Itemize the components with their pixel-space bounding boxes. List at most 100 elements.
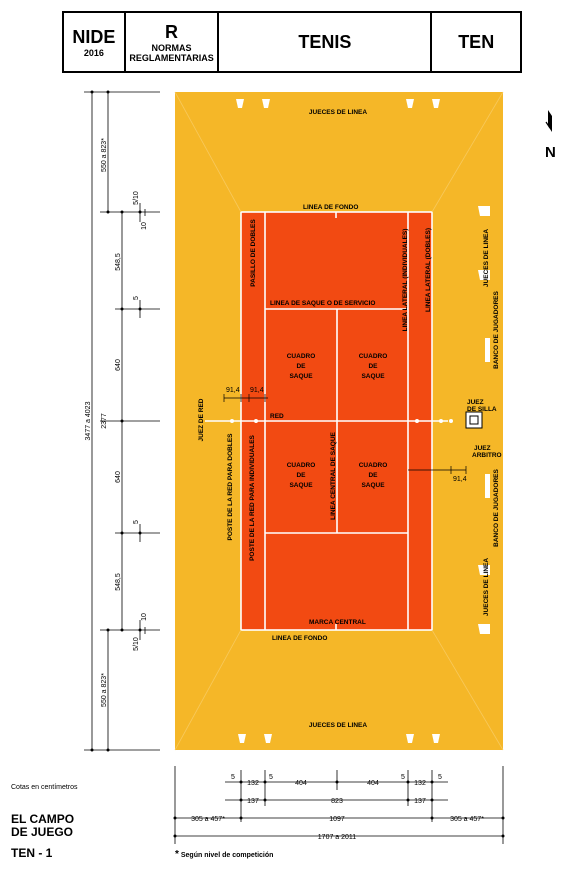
dim-half: 2377 xyxy=(101,413,108,429)
umpire-chair-icon xyxy=(465,411,483,429)
section-cell: R NORMAS REGLAMENTARIAS xyxy=(126,13,220,71)
dim-b-404a: 404 xyxy=(295,780,307,787)
net-post-doubles-left xyxy=(230,419,234,423)
dim-b-137b: 137 xyxy=(414,798,426,805)
svg-text:SAQUE: SAQUE xyxy=(289,482,313,489)
dim-bottom-run: 550 a 823* xyxy=(101,673,108,707)
label-line-judges-right-bottom: JUECES DE LINEA xyxy=(483,558,490,616)
dim-b-137a: 137 xyxy=(247,798,259,805)
dim-640-bottom: 640 xyxy=(115,471,122,483)
svg-text:DE: DE xyxy=(296,472,306,479)
label-doubles-sideline: LINEA LATERAL (DOBLES) xyxy=(425,228,432,312)
left-dimension-ticks xyxy=(90,90,142,752)
label-bench-top: BANCO DE JUGADORES xyxy=(493,291,500,369)
label-chair-umpire-1: JUEZ xyxy=(467,399,484,406)
dim-b-side-right: 305 a 457* xyxy=(450,816,484,823)
asterisk-icon: * xyxy=(175,849,179,860)
dim-640-top: 640 xyxy=(115,359,122,371)
svg-text:CUADRO: CUADRO xyxy=(359,353,388,360)
dim-b-132b: 132 xyxy=(414,780,426,787)
label-doubles-post: POSTE DE LA RED PARA DOBLES xyxy=(227,433,234,541)
bottom-dimension-ticks xyxy=(173,780,505,838)
sport-code: TEN xyxy=(458,31,495,52)
sport-name: TENIS xyxy=(298,31,352,52)
sheet-title-2: DE JUEGO xyxy=(11,825,74,839)
line-judge-chairs-top xyxy=(236,99,440,108)
dim-914-b: 91,4 xyxy=(250,387,264,394)
svg-text:SAQUE: SAQUE xyxy=(361,373,385,380)
referee-position xyxy=(449,419,453,423)
line-judge-chairs-right xyxy=(478,206,490,634)
svg-text:CUADRO: CUADRO xyxy=(287,462,316,469)
label-line-judges-right-top: JUECES DE LINEA xyxy=(483,229,490,287)
label-center-service-line: LINEA CENTRAL DE SAQUE xyxy=(330,431,337,519)
label-referee-1: JUEZ xyxy=(474,445,491,452)
nide-cell: NIDE 2016 xyxy=(64,13,126,71)
label-service-line: LINEA DE SAQUE O DE SERVICIO xyxy=(270,300,375,307)
year-label: 2016 xyxy=(83,47,104,58)
label-net-judge: JUEZ DE RED xyxy=(198,398,205,441)
dim-b-5b: 5 xyxy=(269,774,273,781)
svg-text:CUADRO: CUADRO xyxy=(359,462,388,469)
sheet-code: TEN - 1 xyxy=(11,846,53,860)
svg-text:SAQUE: SAQUE xyxy=(289,373,313,380)
dim-b-404b: 404 xyxy=(367,780,379,787)
net-post-singles-right xyxy=(415,419,419,423)
net-post-doubles-right xyxy=(439,419,443,423)
line-judge-chairs-bottom xyxy=(238,734,440,743)
dim-b-total-width: 1707 a 2011 xyxy=(318,834,357,841)
sheet-title-1: EL CAMPO xyxy=(11,812,75,826)
label-referee-2: ARBITRO xyxy=(472,452,502,459)
label-doubles-alley: PASILLO DE DOBLES xyxy=(250,219,257,287)
star-note: * Según nivel de competición xyxy=(175,849,273,860)
sport-code-cell: TEN xyxy=(432,13,520,71)
units-note: Cotas en centímetros xyxy=(11,784,78,791)
service-box-bl: CUADRO DE SAQUE xyxy=(287,462,316,489)
dim-top-run: 550 a 823* xyxy=(101,138,108,172)
dim-5-10-bottom: 5/10 xyxy=(133,637,140,651)
dim-914-c: 91,4 xyxy=(453,476,467,483)
dim-b-823: 823 xyxy=(331,798,343,805)
dim-b-side-left: 305 a 457* xyxy=(191,816,225,823)
dim-b-1097: 1097 xyxy=(329,816,345,823)
service-box-br: CUADRO DE SAQUE xyxy=(359,462,388,489)
label-line-judges-bottom: JUECES DE LINEA xyxy=(309,722,367,729)
bottom-dimension-lines xyxy=(174,766,504,844)
label-singles-sideline: LINEA LATERAL (INDIVIDUALES) xyxy=(402,229,409,332)
dim-b-5d: 5 xyxy=(438,774,442,781)
dim-5-bottom: 5 xyxy=(133,520,140,524)
label-center-mark: MARCA CENTRAL xyxy=(309,619,366,626)
nide-label: NIDE xyxy=(72,26,116,47)
section-letter: R xyxy=(165,21,179,42)
dim-total-length: 3477 a 4023 xyxy=(85,401,92,440)
dim-5485-top: 548,5 xyxy=(115,253,122,271)
north-label: N xyxy=(545,144,556,161)
dim-5485-bottom: 548,5 xyxy=(115,573,122,591)
dim-5-10-top: 5/10 xyxy=(133,191,140,205)
label-baseline-bottom: LINEA DE FONDO xyxy=(272,635,327,642)
label-net: RED xyxy=(270,413,284,420)
label-chair-umpire-2: DE SILLA xyxy=(467,406,497,413)
dim-b-5c: 5 xyxy=(401,774,405,781)
north-arrow-icon xyxy=(545,110,552,132)
section-name-2: REGLAMENTARIAS xyxy=(129,52,214,63)
dim-914-a: 91,4 xyxy=(226,387,240,394)
service-box-tl: CUADRO DE SAQUE xyxy=(287,353,316,380)
dim-914-lines xyxy=(223,394,467,474)
svg-text:SAQUE: SAQUE xyxy=(361,482,385,489)
svg-text:DE: DE xyxy=(296,363,306,370)
label-line-judges-top: JUECES DE LINEA xyxy=(309,109,367,116)
star-note-text: Según nivel de competición xyxy=(180,852,274,859)
label-baseline-top: LINEA DE FONDO xyxy=(303,204,358,211)
dim-5-top: 5 xyxy=(133,296,140,300)
label-bench-bottom: BANCO DE JUGADORES xyxy=(493,469,500,547)
service-box-tr: CUADRO DE SAQUE xyxy=(359,353,388,380)
title-block: NIDE 2016 R NORMAS REGLAMENTARIAS TENIS … xyxy=(62,11,522,73)
apron-guides xyxy=(174,91,504,751)
section-name-1: NORMAS xyxy=(151,42,192,53)
dim-10-bottom: 10 xyxy=(141,613,148,621)
dim-b-5a: 5 xyxy=(231,774,235,781)
player-benches xyxy=(485,338,490,498)
svg-text:DE: DE xyxy=(368,472,378,479)
